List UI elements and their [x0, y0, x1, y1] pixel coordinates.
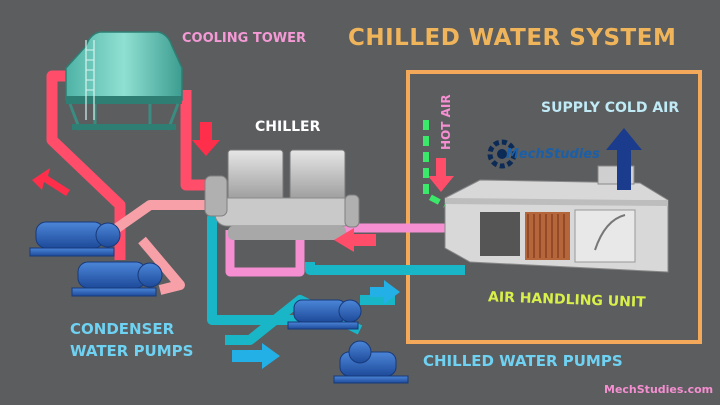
- chilled-water-pumps-label: CHILLED WATER PUMPS: [423, 352, 623, 370]
- page-title: CHILLED WATER SYSTEM: [348, 25, 677, 51]
- logo-watermark: MechStudies: [506, 147, 600, 162]
- condenser-label-line1: CONDENSER: [70, 320, 175, 338]
- ahu-frame: [406, 70, 702, 344]
- cooling-tower-label: COOLING TOWER: [182, 31, 306, 46]
- hot-air-dashed-line: [423, 120, 447, 208]
- cooling-tower-icon: [65, 31, 183, 131]
- site-watermark: MechStudies.com: [604, 383, 714, 396]
- arrow-icon: [32, 122, 642, 369]
- air-handling-unit-icon: [444, 165, 669, 273]
- supply-cold-air-label: SUPPLY COLD AIR: [541, 100, 680, 116]
- gear-logo-icon: [487, 139, 517, 169]
- chiller-icon: [204, 149, 360, 240]
- chilled-return-pipe: [225, 223, 465, 277]
- pump-icon: [29, 221, 409, 384]
- condenser-label-line2: WATER PUMPS: [70, 342, 194, 360]
- chiller-label: CHILLER: [255, 119, 321, 135]
- hot-air-label: HOT AIR: [439, 94, 453, 150]
